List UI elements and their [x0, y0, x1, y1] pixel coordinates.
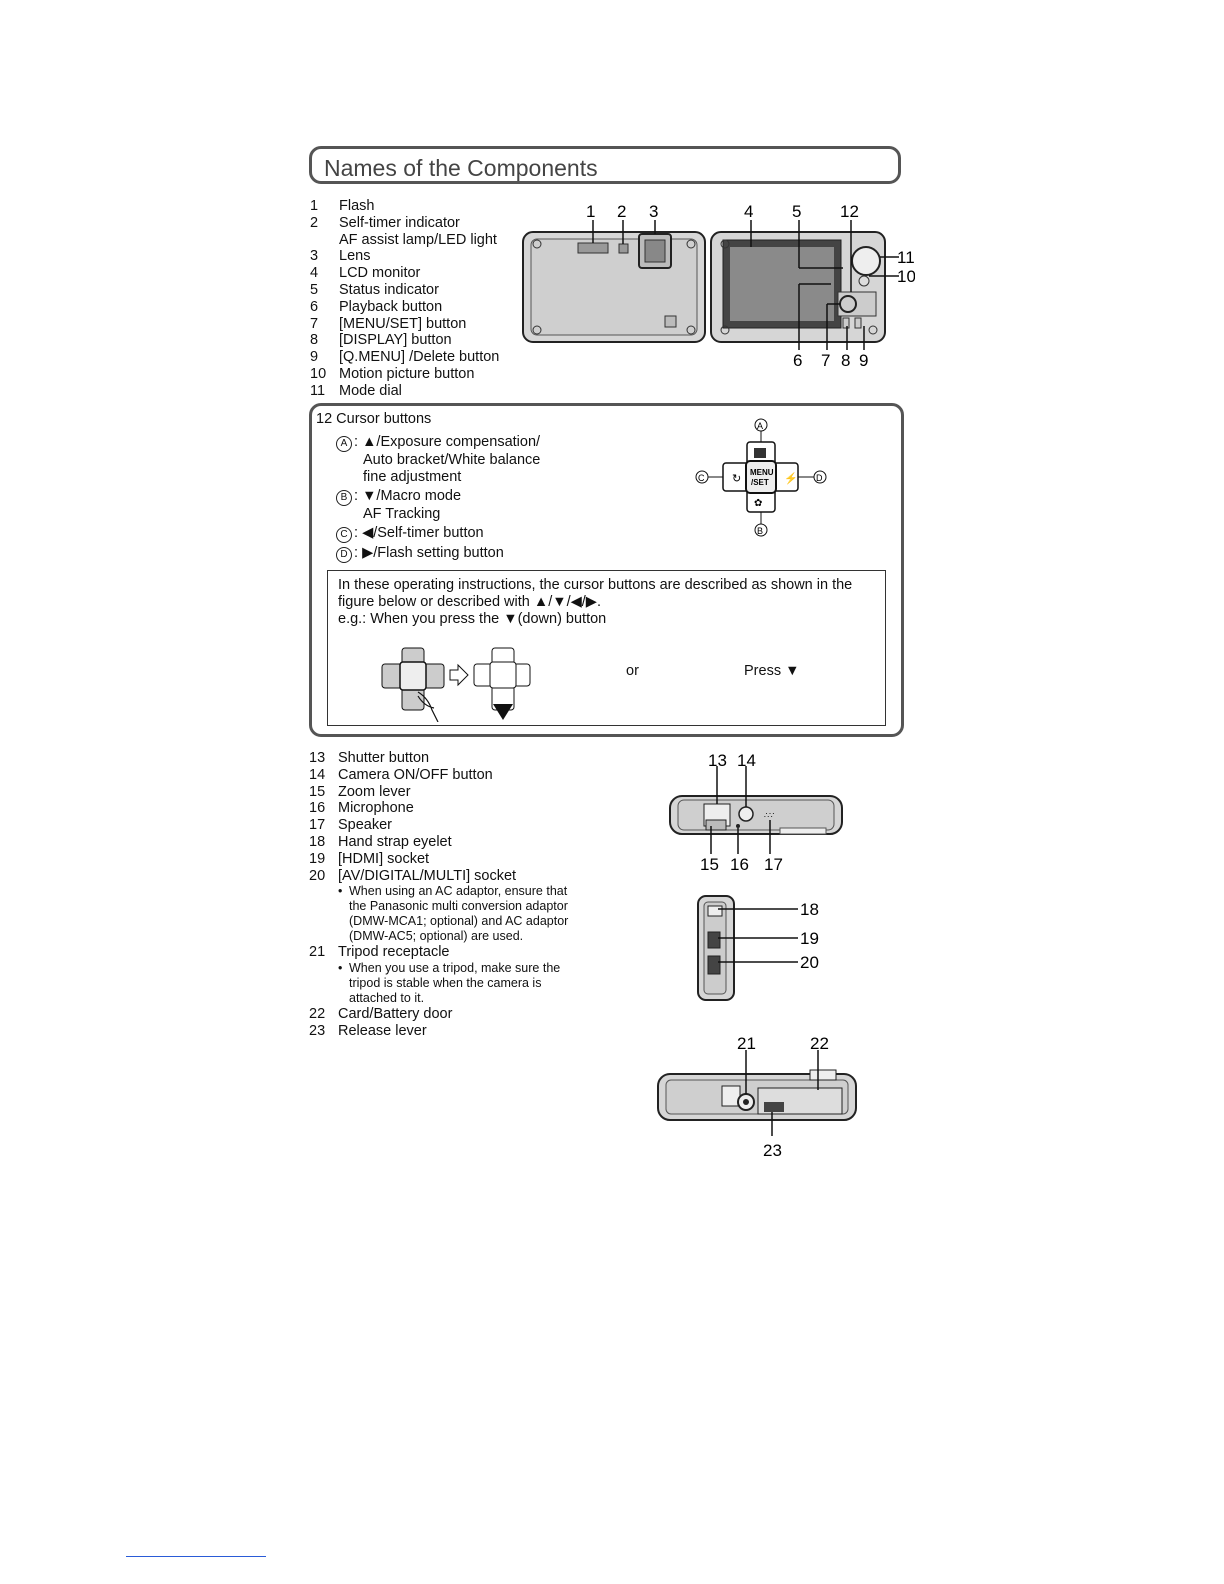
callout-23: 23: [763, 1141, 782, 1160]
callout-18: 18: [800, 900, 819, 919]
press-example-diagram: [381, 647, 531, 722]
camera-side-view: 18 19 20: [697, 895, 819, 1001]
cursor-descriptions: A: ▲/Exposure compensation/ Auto bracket…: [336, 434, 540, 563]
callout-6: 6: [793, 351, 802, 370]
svg-text:↻: ↻: [732, 473, 741, 485]
cursor-pad-diagram: A B C D ↻ ⚡ ✿ MENU /SET: [695, 418, 827, 537]
callout-21: 21: [737, 1034, 756, 1053]
camera-front-view: 1 2 3: [522, 202, 706, 343]
letter-d-badge: D: [336, 547, 352, 563]
list-item: AF assist lamp/LED light: [339, 231, 497, 248]
callout-2: 2: [617, 202, 626, 221]
or-text: or: [626, 663, 639, 679]
instruction-box: [327, 570, 886, 726]
camera-top-view: ∴∵ 13 14 15 16 17: [669, 751, 843, 874]
letter-a-badge: A: [336, 436, 352, 452]
callout-9: 9: [859, 351, 868, 370]
callout-15: 15: [700, 855, 719, 874]
callout-12: 12: [840, 202, 859, 221]
callout-17: 17: [764, 855, 783, 874]
cursor-buttons-box: [309, 403, 904, 737]
arrow-right-icon: [449, 663, 469, 687]
tripod-note: •When you use a tripod, make sure the tr…: [338, 961, 561, 1006]
hand-icon: [417, 691, 439, 722]
svg-text:⚡: ⚡: [784, 472, 798, 485]
cursor-heading: 12 Cursor buttons: [316, 411, 432, 427]
callout-22: 22: [810, 1034, 829, 1053]
camera-front-back-illustration: 1 2 3 4 5 12 11 10 6 7 8 9: [522, 202, 915, 370]
svg-text:MENU: MENU: [750, 468, 774, 477]
callout-19: 19: [800, 929, 819, 948]
callout-11: 11: [897, 248, 915, 267]
list-item: 7[MENU/SET] button: [310, 315, 467, 332]
callout-4: 4: [744, 202, 753, 221]
letter-c-badge: C: [336, 527, 352, 543]
svg-text:/SET: /SET: [751, 478, 769, 487]
camera-back-view: 4 5 12 11 10 6 7 8 9: [710, 202, 915, 370]
press-down-text: Press ▼: [744, 663, 800, 679]
list-item: 19[HDMI] socket: [309, 850, 430, 867]
section-title-box: Names of the Components: [309, 146, 901, 184]
callout-5: 5: [792, 202, 801, 221]
svg-text:∴∵: ∴∵: [764, 811, 774, 820]
svg-text:D: D: [816, 473, 823, 483]
list-item: 8[DISPLAY] button: [310, 332, 452, 349]
page-title: Names of the Components: [324, 155, 598, 181]
camera-bottom-view: 21 22 23: [657, 1034, 857, 1160]
list-item: 20[AV/DIGITAL/MULTI] socket: [309, 867, 517, 884]
svg-text:C: C: [698, 473, 705, 483]
svg-text:A: A: [757, 421, 763, 431]
callout-8: 8: [841, 351, 850, 370]
callout-20: 20: [800, 953, 819, 972]
callout-3: 3: [649, 202, 658, 221]
letter-b-badge: B: [336, 490, 352, 506]
footer-link-line: [126, 1556, 266, 1557]
ac-adaptor-note: •When using an AC adaptor, ensure that t…: [338, 884, 569, 944]
callout-13: 13: [708, 751, 727, 770]
callout-7: 7: [821, 351, 830, 370]
instruction-text: In these operating instructions, the cur…: [338, 577, 853, 627]
svg-text:B: B: [757, 526, 763, 536]
list-item: 9[Q.MENU] /Delete button: [310, 349, 500, 366]
down-triangle-icon: [493, 704, 513, 720]
callout-1: 1: [586, 202, 595, 221]
callout-14: 14: [737, 751, 756, 770]
callout-16: 16: [730, 855, 749, 874]
callout-10: 10: [897, 267, 915, 286]
svg-text:✿: ✿: [754, 498, 762, 509]
